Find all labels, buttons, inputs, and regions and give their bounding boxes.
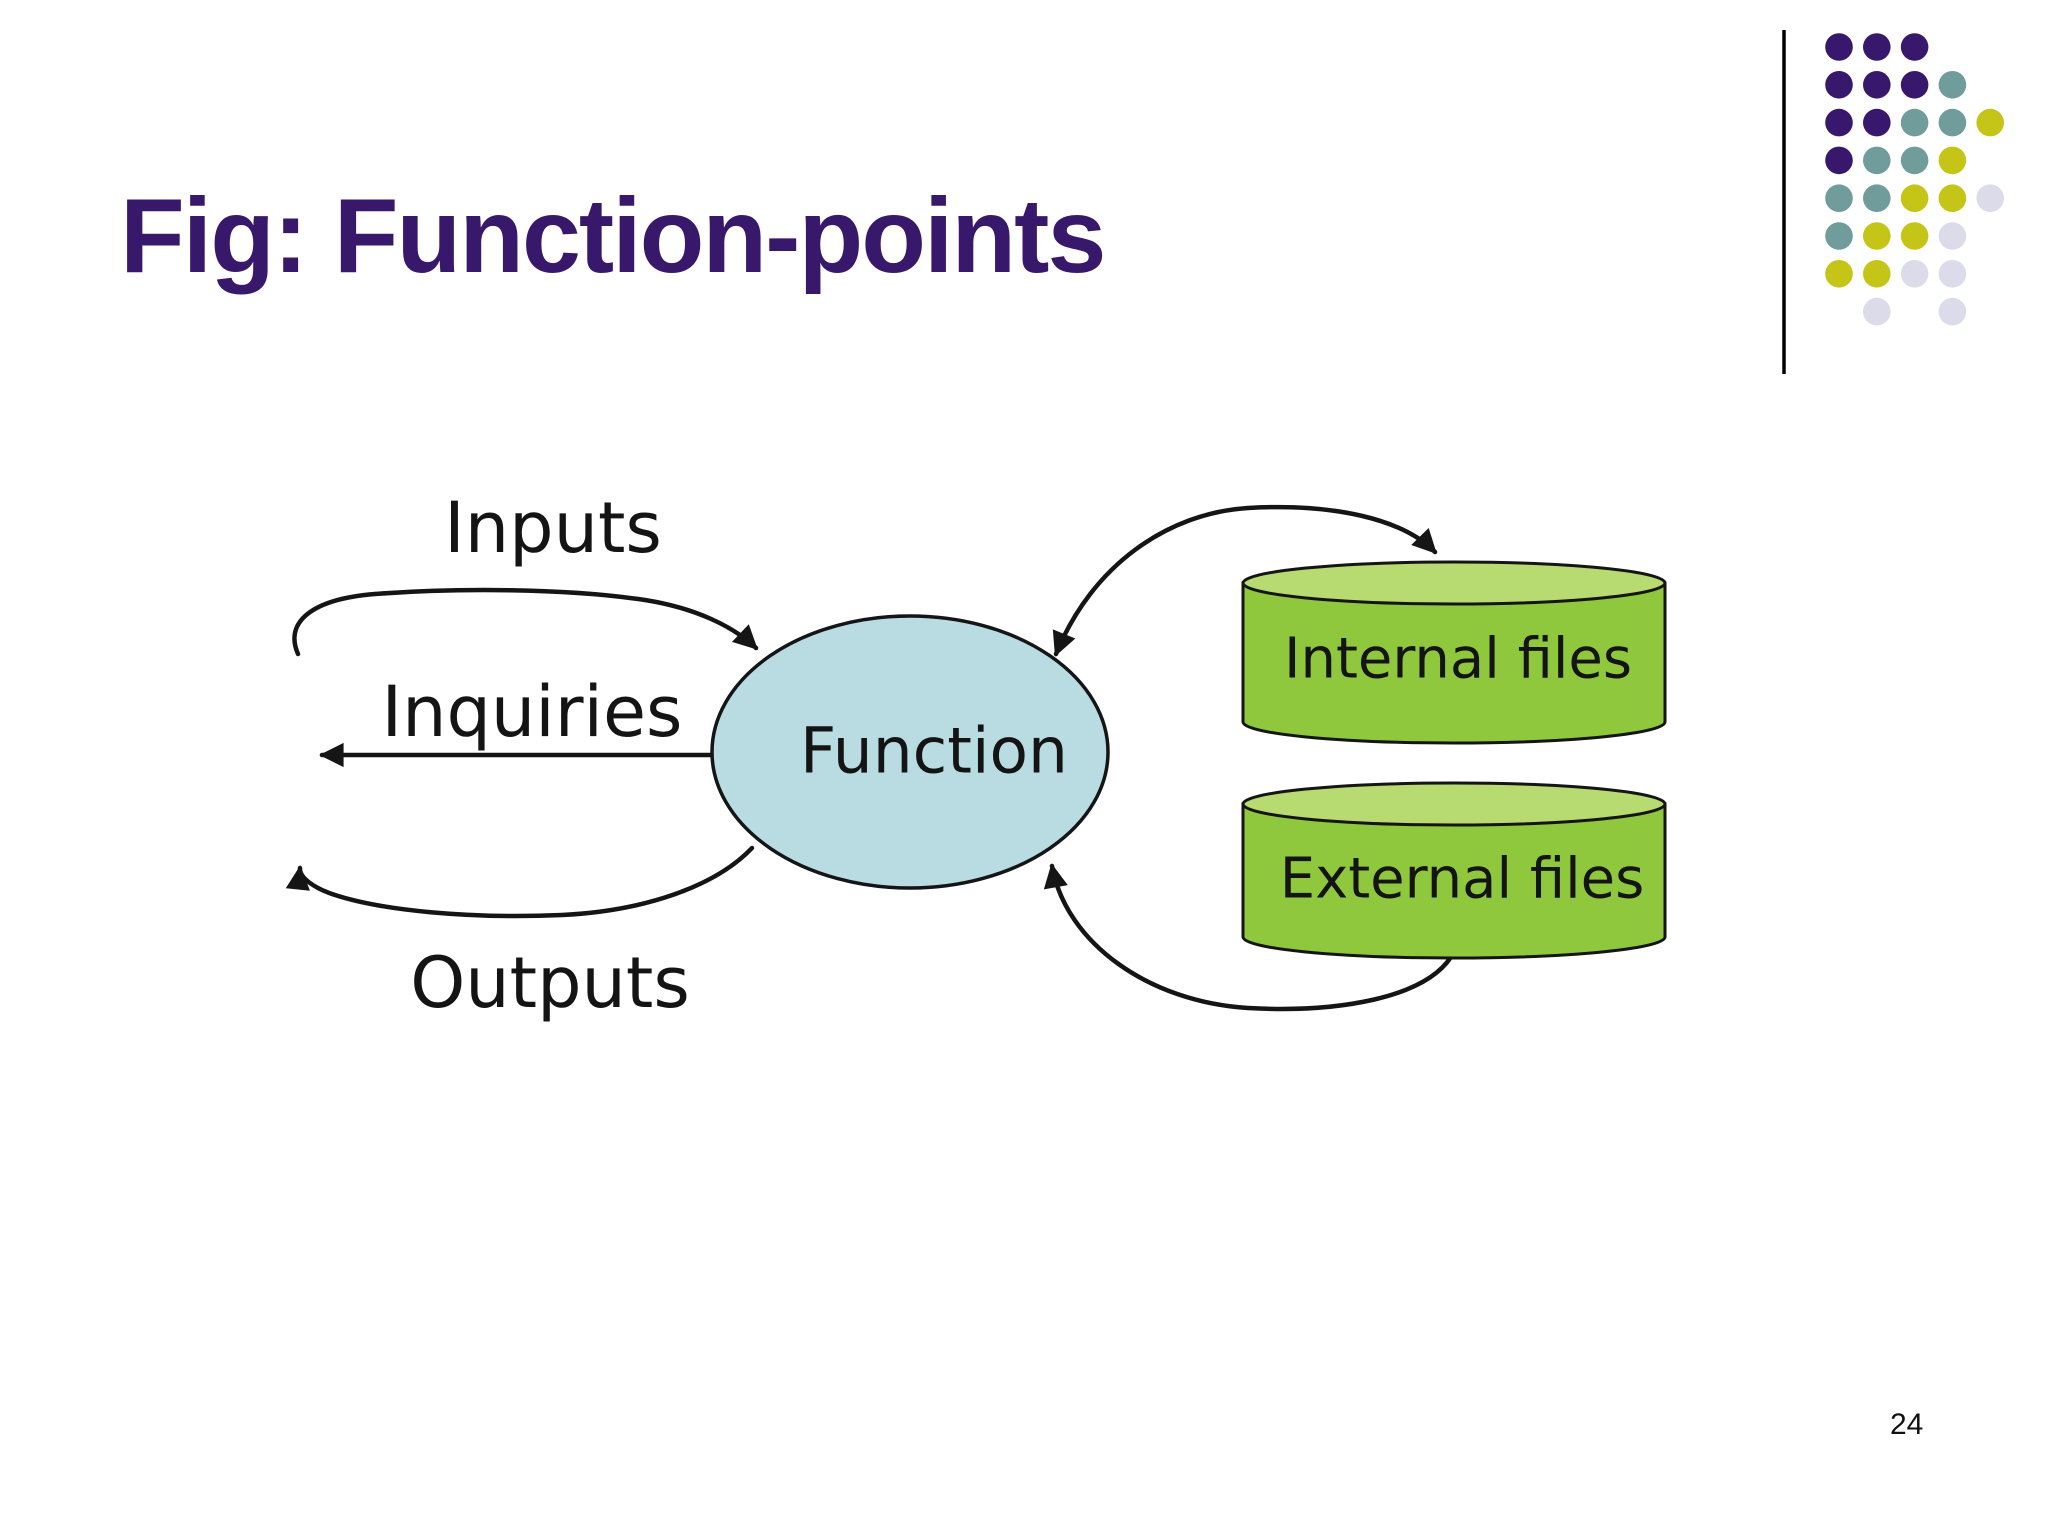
decorative-dot — [1938, 222, 1967, 250]
decorative-dot — [1900, 184, 1929, 212]
internal-files-arrow — [1052, 504, 1438, 657]
function-label: Function — [800, 714, 1068, 788]
inquiries-label: Inquiries — [381, 671, 683, 753]
external-files-label: External files — [1279, 846, 1645, 912]
decorative-dot — [1825, 108, 1853, 137]
decorative-dot — [1900, 260, 1929, 288]
decorative-dot — [1825, 33, 1853, 61]
corner-decoration — [1782, 30, 2004, 374]
page-number: 24 — [1890, 1408, 1924, 1441]
decorative-dot — [1938, 260, 1967, 288]
decorative-dot — [1938, 108, 1967, 137]
dots-decoration — [1825, 33, 2004, 326]
decorative-dot — [1863, 184, 1891, 212]
external-files-cylinder — [1241, 781, 1667, 960]
decorative-dot — [1825, 222, 1853, 250]
decorative-dot — [1900, 108, 1929, 137]
decorative-dot — [1938, 146, 1967, 175]
decorative-dot — [1825, 260, 1853, 288]
decorative-dot — [1863, 146, 1891, 175]
decorative-dot — [1863, 108, 1891, 137]
outputs-label: Outputs — [410, 942, 690, 1024]
decorative-dot — [1938, 184, 1967, 212]
inputs-label: Inputs — [444, 487, 662, 569]
decorative-dot — [1900, 146, 1929, 175]
outputs-arrow — [285, 845, 755, 919]
decorative-dot — [1825, 146, 1853, 175]
decorative-dot — [1863, 71, 1891, 99]
decorative-dot — [1976, 184, 2004, 212]
decorative-dot — [1900, 33, 1929, 61]
external-cylinder-top — [1241, 781, 1667, 827]
decorative-dot — [1863, 297, 1891, 326]
internal-cylinder-top — [1241, 560, 1667, 606]
decorative-dot — [1863, 33, 1891, 61]
decorative-dot — [1938, 71, 1967, 99]
external-files-arrow — [1043, 863, 1454, 1012]
decorative-dot — [1825, 184, 1853, 212]
inputs-arrow — [292, 587, 759, 657]
internal-files-cylinder — [1241, 560, 1667, 745]
decorative-dot — [1900, 222, 1929, 250]
internal-files-label: Internal files — [1283, 626, 1633, 692]
decorative-dot — [1900, 71, 1929, 99]
external-cylinder-body — [1241, 802, 1667, 960]
decorative-dot — [1825, 71, 1853, 99]
function-ellipse — [710, 614, 1110, 890]
decorative-dot — [1863, 260, 1891, 288]
decorative-dot — [1863, 222, 1891, 250]
slide-title: Fig: Function-points — [120, 177, 1106, 295]
decorative-dot — [1976, 108, 2004, 137]
decorative-dot — [1938, 297, 1967, 326]
diagram-arrows — [285, 504, 1454, 1012]
internal-cylinder-body — [1241, 581, 1667, 745]
